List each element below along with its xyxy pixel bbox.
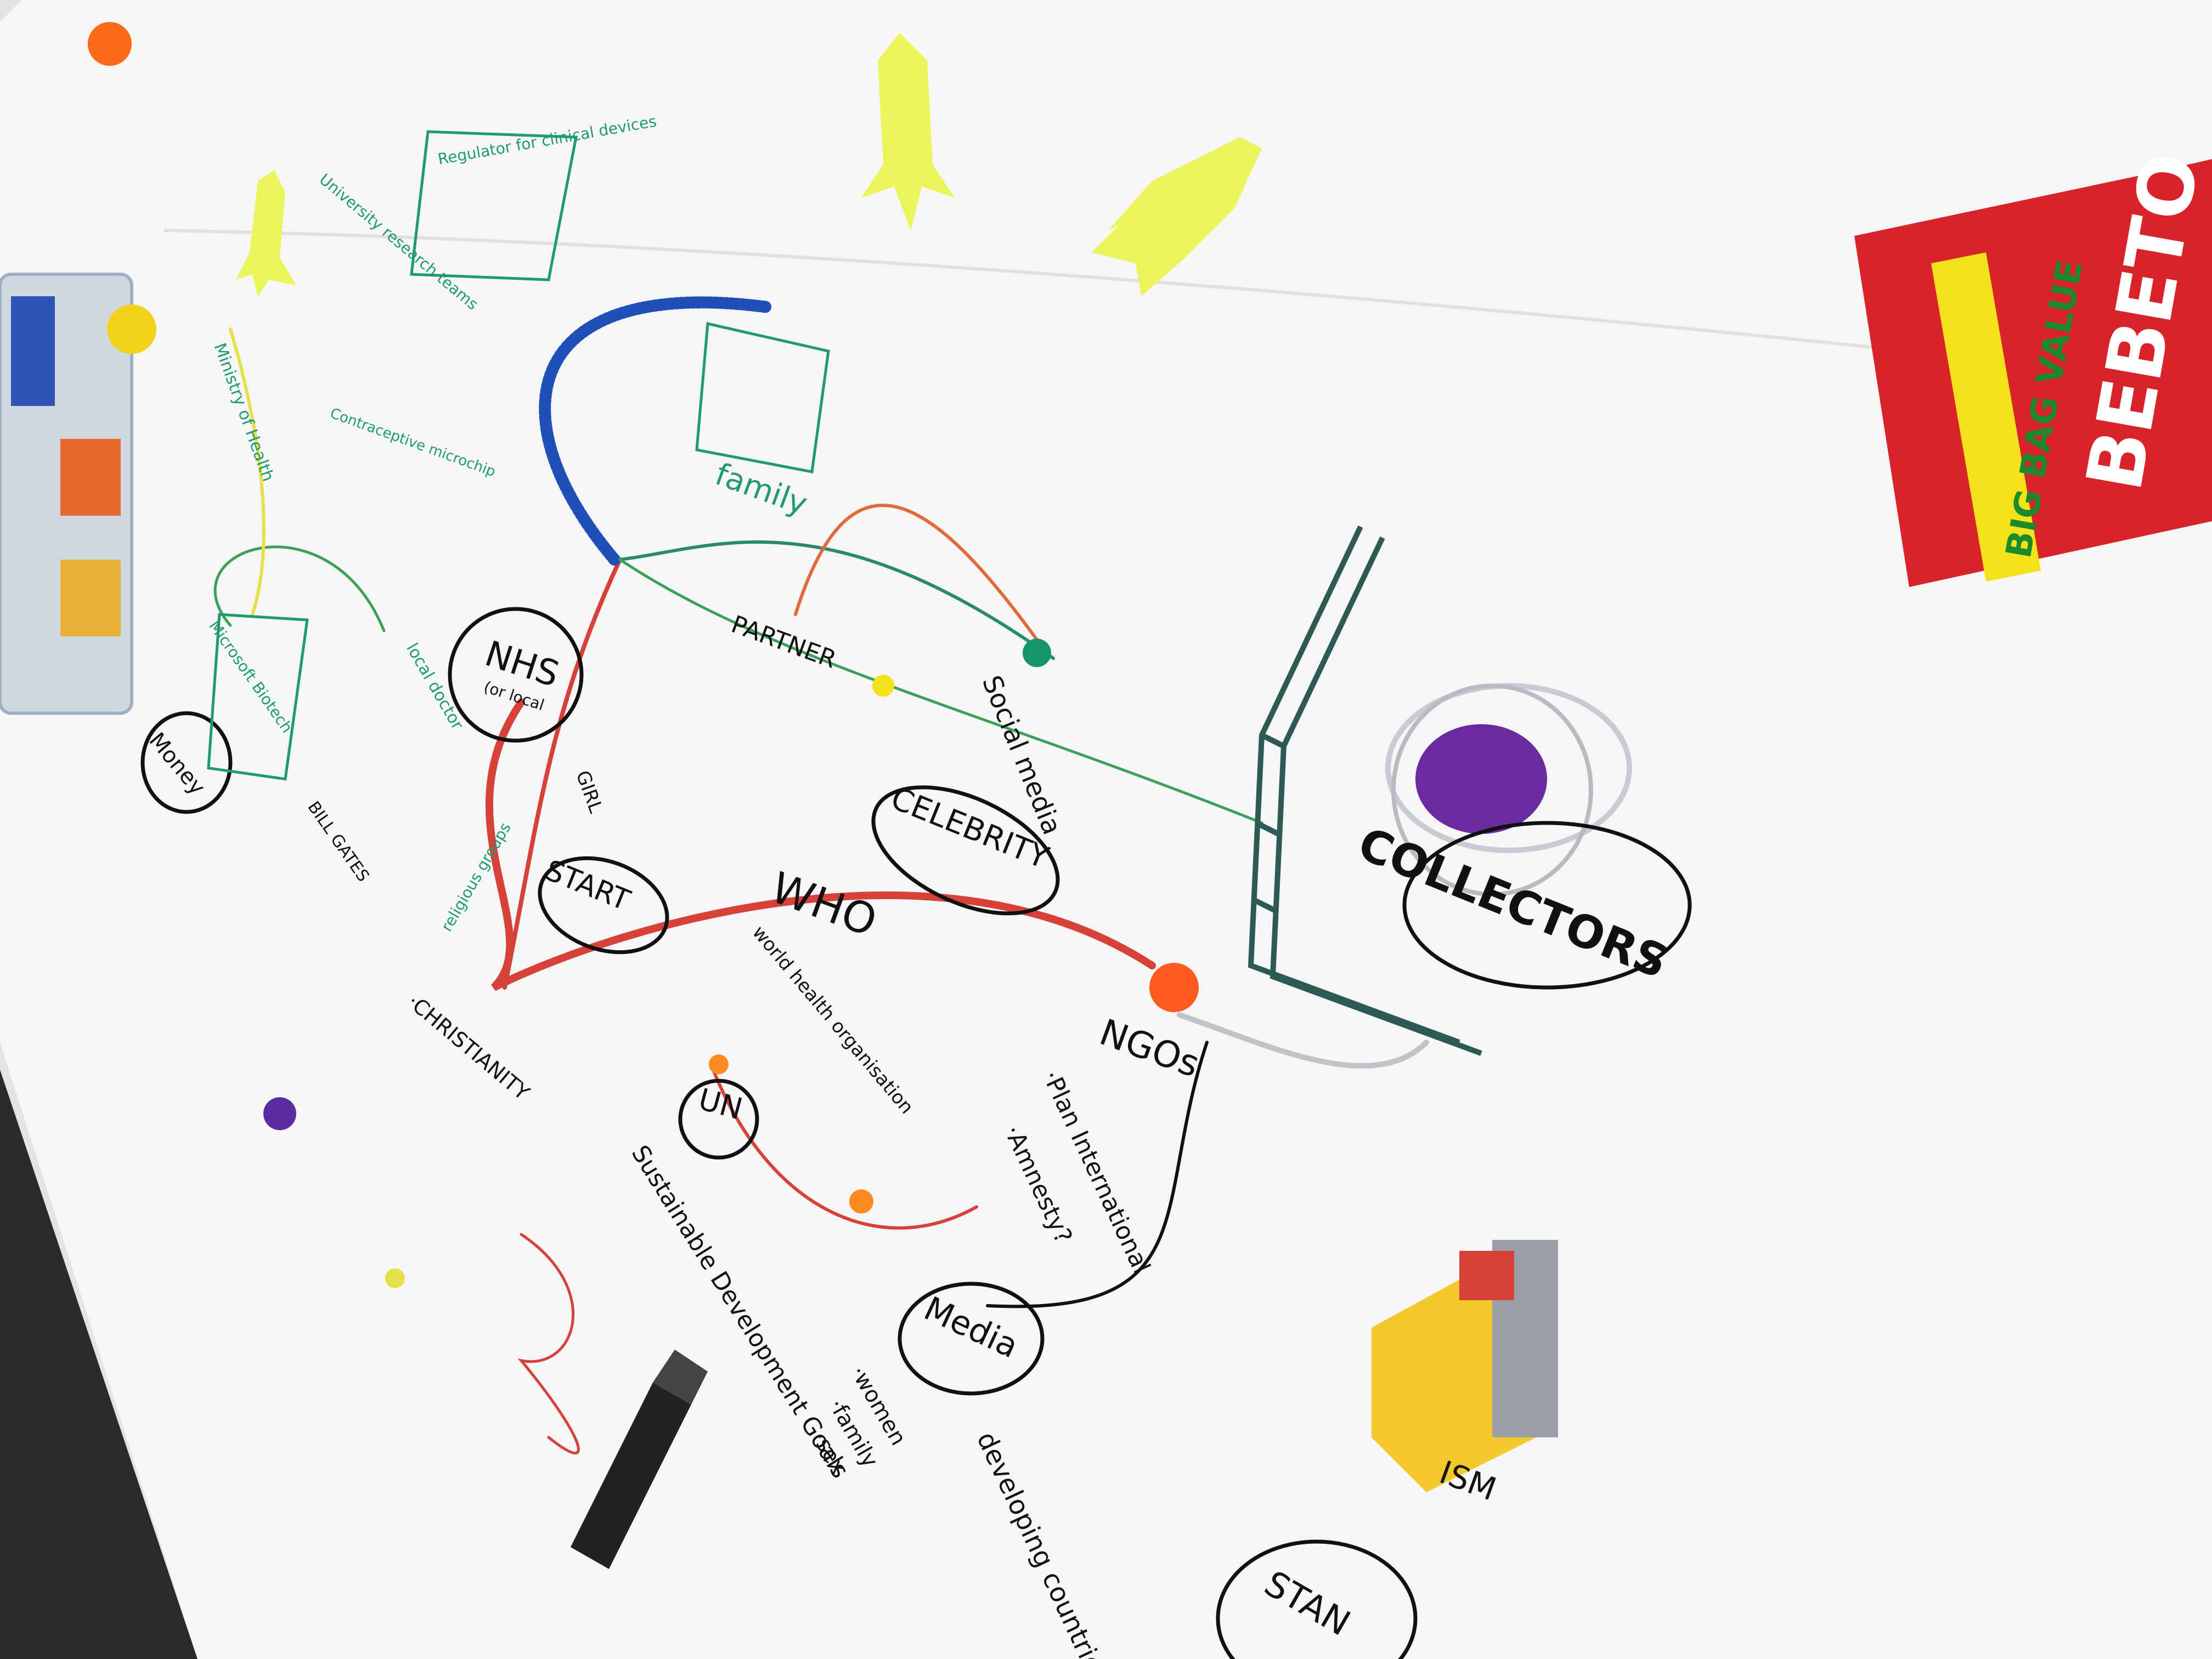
yellow-cap bbox=[107, 304, 156, 354]
teal-pin bbox=[1023, 639, 1051, 667]
yellow-bead bbox=[385, 1268, 405, 1288]
orange-sticker bbox=[88, 22, 132, 66]
yellow-pin bbox=[872, 675, 894, 697]
purple-cluster bbox=[263, 1097, 296, 1130]
green-boxes bbox=[207, 130, 830, 781]
candy-bag: BEBETO BIG BAG VALUE bbox=[1854, 147, 2212, 587]
orange-pin bbox=[1149, 963, 1199, 1012]
chair-fabric bbox=[0, 1070, 198, 1659]
lego-stack bbox=[1372, 1240, 1558, 1492]
rocket-sticky-note bbox=[1092, 137, 1262, 296]
marker-pen bbox=[571, 1350, 708, 1569]
orange-pin bbox=[709, 1054, 729, 1074]
rocket-sticky-note bbox=[236, 170, 296, 296]
cloud-outlines bbox=[140, 607, 1692, 1659]
orange-pin bbox=[849, 1189, 873, 1214]
green-fence bbox=[1248, 525, 1482, 1056]
rocket-sticky-note bbox=[861, 33, 955, 230]
wire-ball bbox=[1385, 683, 1632, 896]
